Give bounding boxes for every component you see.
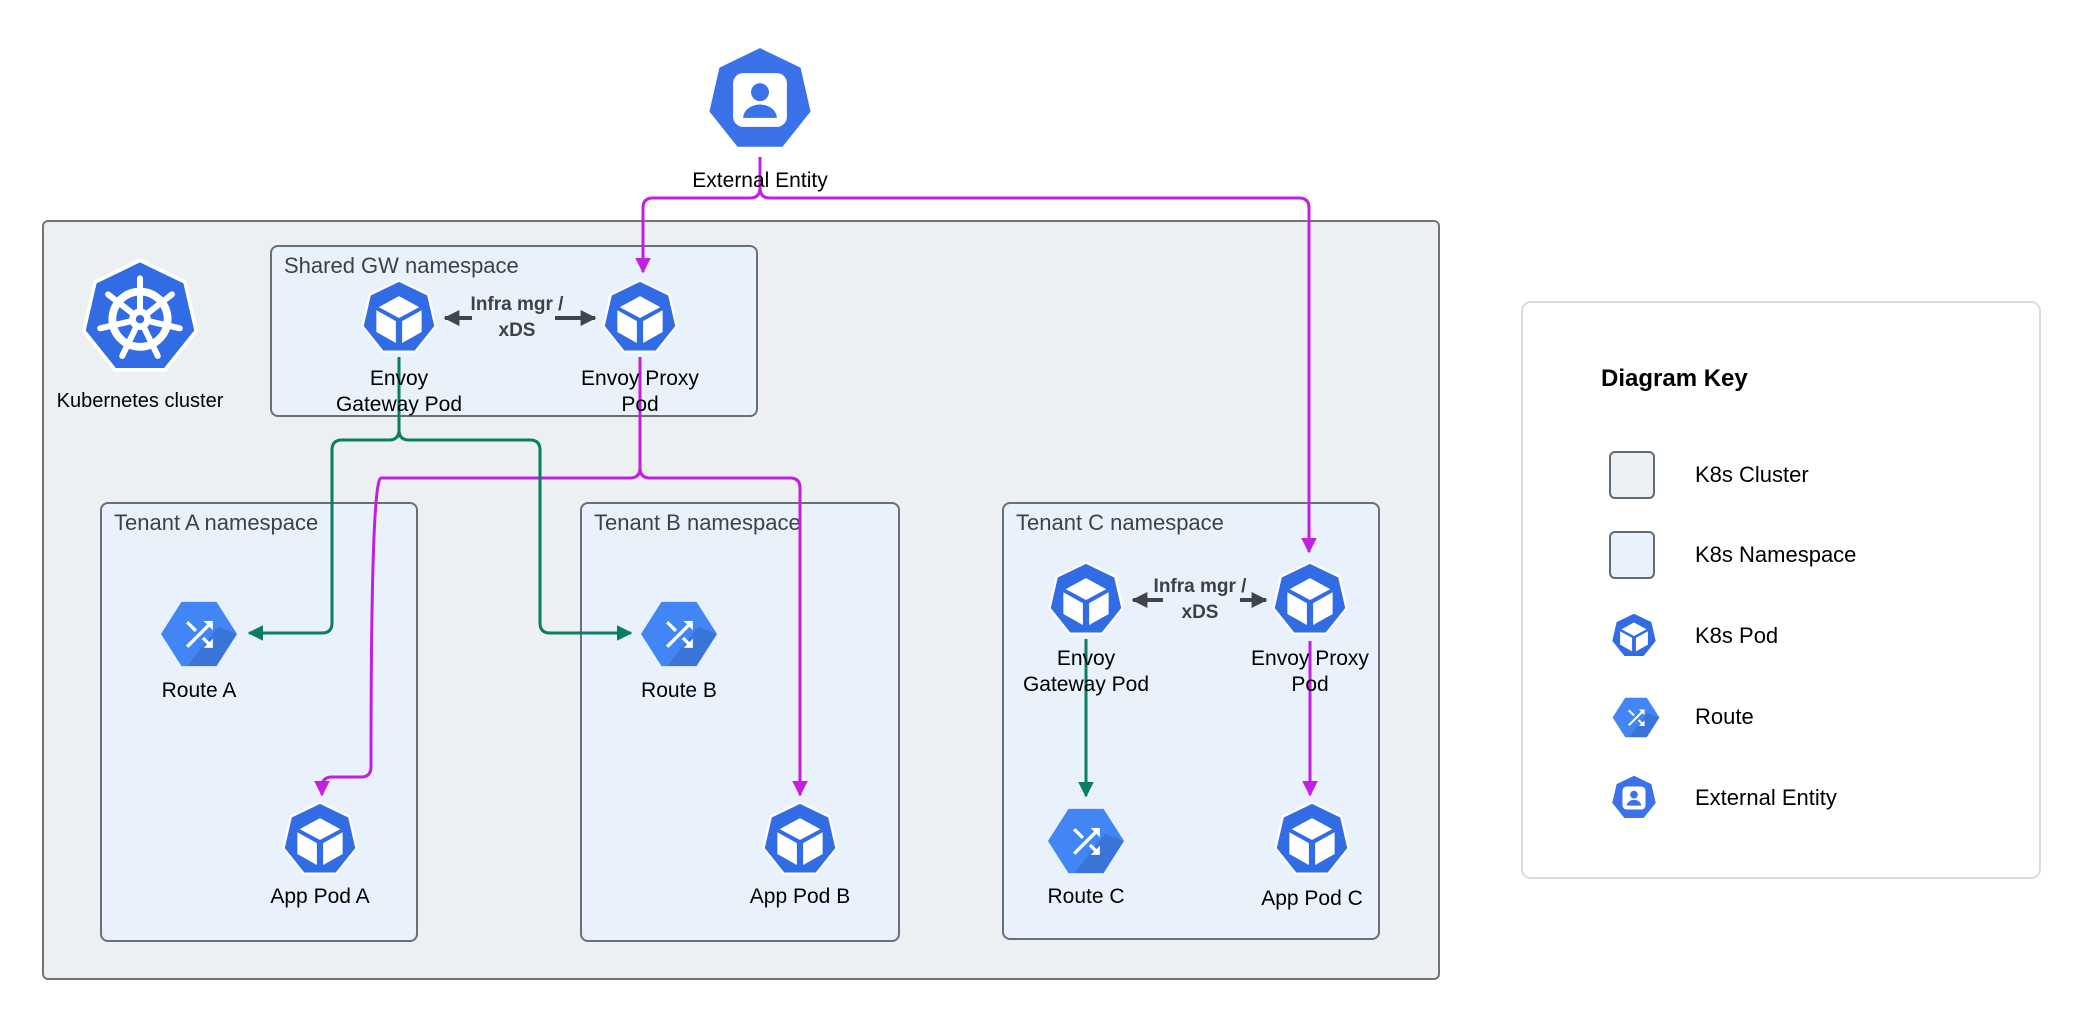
- tenant-c-envoy-gateway-pod-label: Envoy Gateway Pod: [976, 646, 1196, 698]
- tenant-c-envoy-proxy-pod-label: Envoy Proxy Pod: [1200, 646, 1420, 698]
- app-pod-c-icon: [1272, 801, 1352, 879]
- app-pod-c-label: App Pod C: [1202, 886, 1422, 912]
- app-pod-b-label: App Pod B: [690, 884, 910, 910]
- kubernetes-cluster-label: Kubernetes cluster: [30, 388, 250, 414]
- tenant-c-xds-label: Infra mgr / xDS: [1100, 574, 1300, 626]
- route-a-label: Route A: [89, 678, 309, 704]
- route-a-icon: [155, 596, 243, 672]
- route-c-icon: [1042, 803, 1130, 879]
- shared-xds-label: Infra mgr / xDS: [417, 292, 617, 344]
- route-c-label: Route C: [976, 884, 1196, 910]
- kubernetes-cluster-icon: [80, 258, 200, 378]
- external-entity-icon: [702, 44, 818, 156]
- external-entity-label: External Entity: [650, 168, 870, 194]
- app-pod-b-icon: [760, 801, 840, 879]
- route-b-icon: [635, 596, 723, 672]
- route-b-label: Route B: [569, 678, 789, 704]
- shared-envoy-gateway-pod-label: Envoy Gateway Pod: [289, 366, 509, 418]
- app-pod-a-icon: [280, 801, 360, 879]
- shared-envoy-proxy-pod-label: Envoy Proxy Pod: [530, 366, 750, 418]
- app-pod-a-label: App Pod A: [210, 884, 430, 910]
